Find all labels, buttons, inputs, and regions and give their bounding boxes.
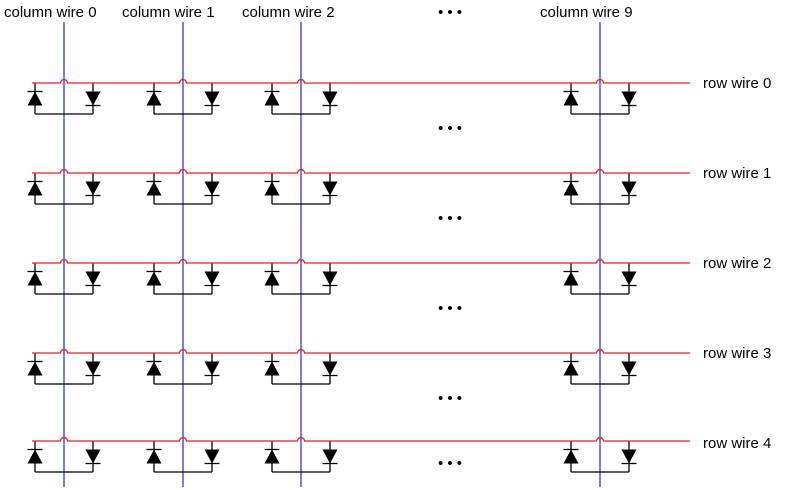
cell-row1-col2 [264, 173, 338, 205]
cell-row4-col1 [146, 441, 220, 473]
cell-row0-col2 [264, 83, 338, 115]
diode-left [264, 441, 280, 472]
column-ellipsis: • • • [438, 4, 462, 21]
diode-right [322, 353, 338, 384]
diode-right [621, 173, 637, 204]
diode-right [322, 83, 338, 114]
diode-right [322, 441, 338, 472]
column-wires [63, 22, 601, 487]
column-label-9: column wire 9 [540, 4, 633, 21]
diode-left [563, 173, 579, 204]
diode-right [204, 173, 220, 204]
cell-row1-col9 [563, 173, 637, 205]
cell-row2-col1 [146, 263, 220, 295]
cell-row1-col0 [27, 173, 101, 205]
diode-right [322, 173, 338, 204]
column-label-0: column wire 0 [4, 4, 97, 21]
diode-right [85, 83, 101, 114]
cell-row0-col9 [563, 83, 637, 115]
diode-left [27, 441, 43, 472]
diode-left [146, 441, 162, 472]
cell-row4-col0 [27, 441, 101, 473]
row-label-0: row wire 0 [703, 75, 771, 92]
row-label-3: row wire 3 [703, 345, 771, 362]
row-wires [32, 78, 690, 442]
row-wire-0 [32, 78, 690, 84]
row-label-4: row wire 4 [703, 435, 771, 452]
row-wire-2 [32, 258, 690, 264]
diode-right [204, 441, 220, 472]
cell-row4-col2 [264, 441, 338, 473]
cell-row1-col1 [146, 173, 220, 205]
diode-left [563, 263, 579, 294]
diode-left [563, 353, 579, 384]
diode-left [264, 263, 280, 294]
diode-left [146, 263, 162, 294]
cell-row3-col0 [27, 353, 101, 385]
diode-left [563, 441, 579, 472]
column-label-1: column wire 1 [122, 4, 215, 21]
diode-right [85, 353, 101, 384]
diode-right [204, 83, 220, 114]
row-1-ellipsis: • • • [438, 210, 462, 227]
cell-row2-col9 [563, 263, 637, 295]
diode-right [621, 441, 637, 472]
column-label-2: column wire 2 [242, 4, 335, 21]
cell-row2-col2 [264, 263, 338, 295]
row-label-2: row wire 2 [703, 255, 771, 272]
cell-row3-col2 [264, 353, 338, 385]
diode-left [563, 83, 579, 114]
diode-left [264, 83, 280, 114]
diode-right [621, 83, 637, 114]
diode-left [264, 173, 280, 204]
diode-left [27, 353, 43, 384]
diode-cells [27, 83, 637, 473]
diode-right [85, 173, 101, 204]
row-wire-1 [32, 168, 690, 174]
diode-left [27, 173, 43, 204]
cell-row3-col9 [563, 353, 637, 385]
diode-left [27, 83, 43, 114]
cell-row3-col1 [146, 353, 220, 385]
diode-right [85, 441, 101, 472]
diode-right [621, 263, 637, 294]
row-wire-4 [32, 436, 690, 442]
diode-right [322, 263, 338, 294]
diode-left [27, 263, 43, 294]
row-wire-3 [32, 348, 690, 354]
row-0-ellipsis: • • • [438, 120, 462, 137]
diode-left [146, 173, 162, 204]
diode-left [146, 83, 162, 114]
diode-left [264, 353, 280, 384]
diode-right [204, 353, 220, 384]
diode-right [85, 263, 101, 294]
cell-row0-col1 [146, 83, 220, 115]
diode-right [204, 263, 220, 294]
cell-row2-col0 [27, 263, 101, 295]
row-4-ellipsis: • • • [438, 455, 462, 472]
diode-right [621, 353, 637, 384]
diode-left [146, 353, 162, 384]
cell-row4-col9 [563, 441, 637, 473]
row-3-ellipsis: • • • [438, 390, 462, 407]
cell-row0-col0 [27, 83, 101, 115]
row-2-ellipsis: • • • [438, 300, 462, 317]
row-label-1: row wire 1 [703, 165, 771, 182]
